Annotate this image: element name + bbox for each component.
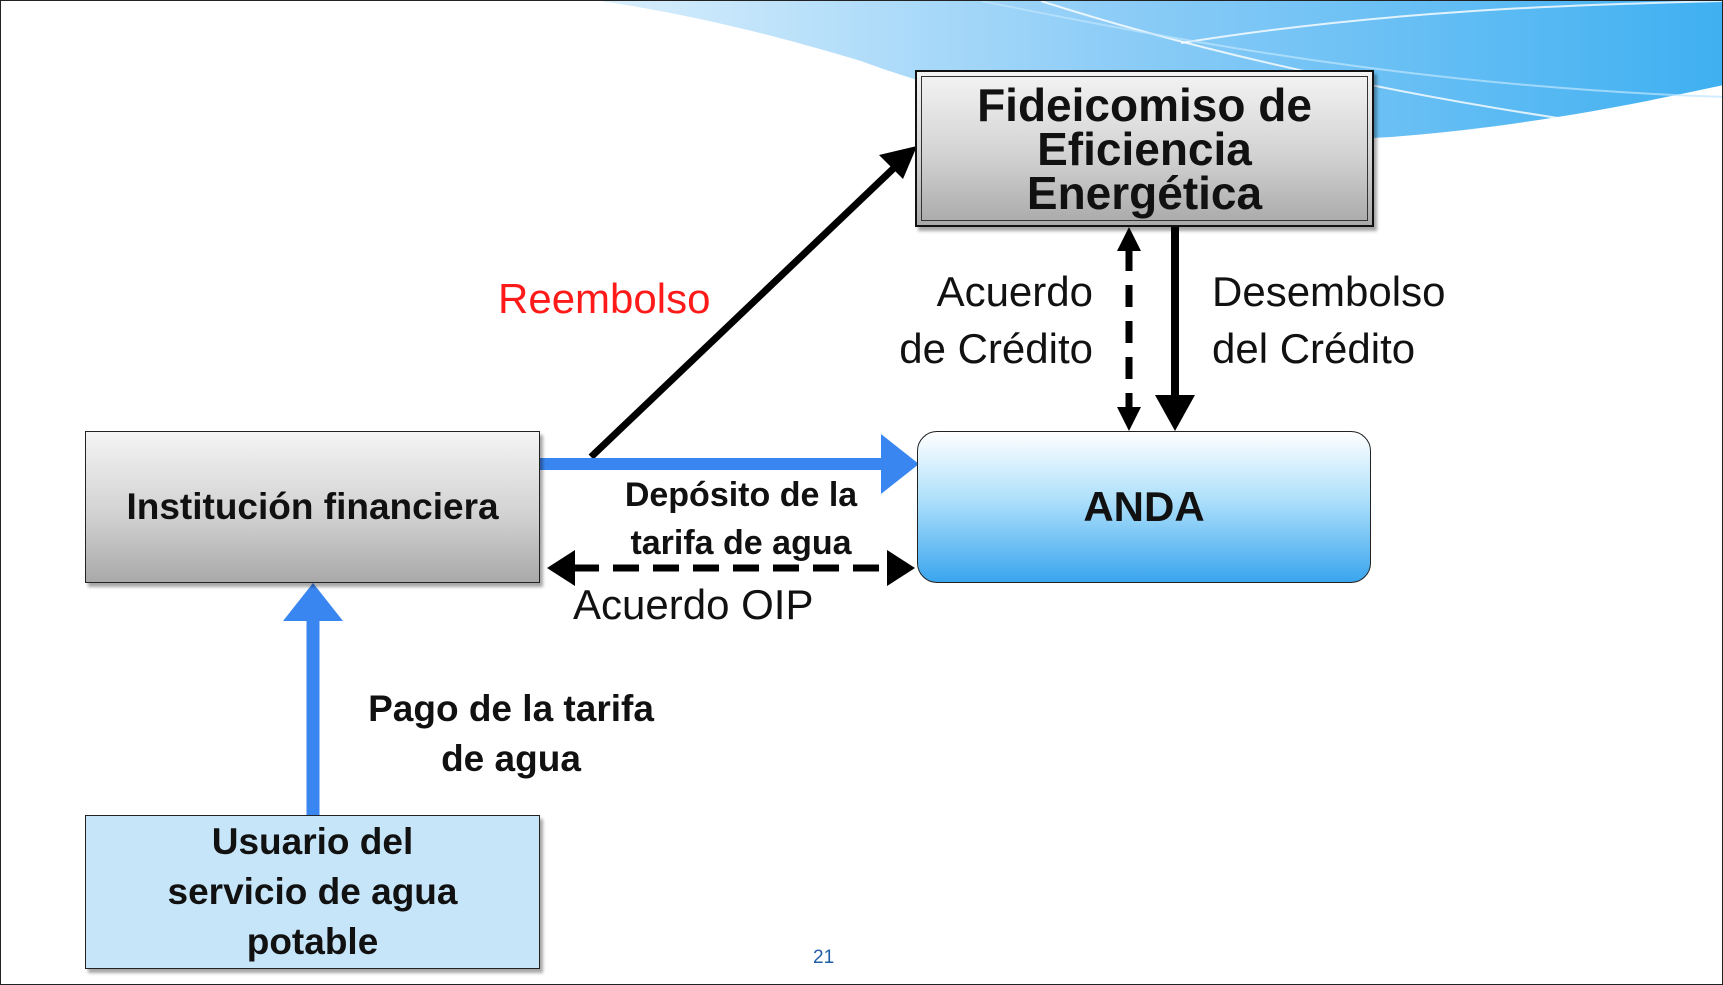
page-number: 21 xyxy=(813,947,835,968)
arrowhead-acuerdo-credito-down xyxy=(1117,407,1141,431)
edge-label-pago-text: Pago de la tarifa de agua xyxy=(368,688,654,779)
edge-label-desembolso-text: Desembolso del Crédito xyxy=(1212,268,1446,372)
edge-label-deposito: Depósito de la tarifa de agua xyxy=(591,471,891,567)
node-anda-label: ANDA xyxy=(1083,483,1205,530)
node-usuario-label: Usuario del servicio de agua potable xyxy=(167,821,458,962)
arrow-reembolso xyxy=(588,164,898,460)
arrowhead-deposito xyxy=(881,434,919,494)
edge-label-acuerdo-credito: Acuerdo de Crédito xyxy=(853,263,1093,377)
arrowhead-reembolso xyxy=(879,146,917,179)
node-institucion-label: Institución financiera xyxy=(126,486,499,527)
node-institucion-financiera: Institución financiera xyxy=(85,431,540,583)
edge-label-deposito-text: Depósito de la tarifa de agua xyxy=(624,476,858,562)
node-anda: ANDA xyxy=(917,431,1371,583)
edge-label-reembolso: Reembolso xyxy=(498,275,711,322)
edge-label-acuerdo-oip: Acuerdo OIP xyxy=(573,581,814,628)
edge-label-desembolso: Desembolso del Crédito xyxy=(1212,263,1472,377)
arrowhead-acuerdo-oip-right xyxy=(887,550,915,586)
arrowhead-acuerdo-credito-up xyxy=(1117,227,1141,251)
edge-label-acuerdo-credito-text: Acuerdo de Crédito xyxy=(899,268,1093,372)
node-fideicomiso: Fideicomiso de Eficiencia Energética xyxy=(915,70,1374,227)
node-usuario: Usuario del servicio de agua potable xyxy=(85,815,540,969)
arrowhead-desembolso xyxy=(1155,395,1195,431)
arrowhead-pago xyxy=(283,583,343,621)
edge-label-pago: Pago de la tarifa de agua xyxy=(361,684,661,784)
node-fideicomiso-label: Fideicomiso de Eficiencia Energética xyxy=(977,78,1312,219)
arrowhead-acuerdo-oip-left xyxy=(547,550,575,586)
